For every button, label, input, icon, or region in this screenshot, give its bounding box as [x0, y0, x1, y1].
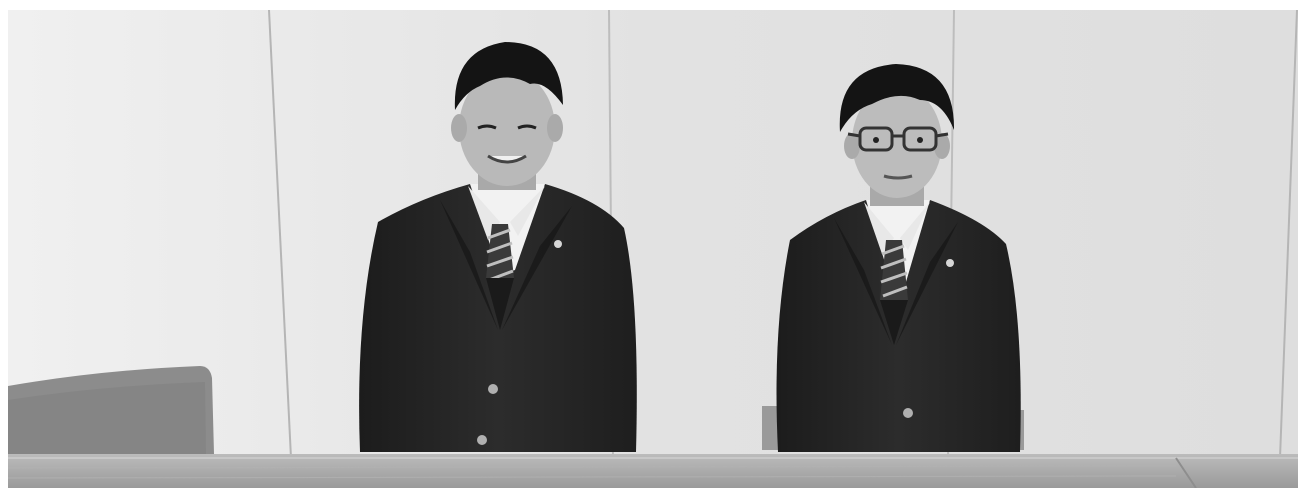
- table: [8, 454, 1298, 488]
- student-left: [359, 42, 637, 452]
- face: [852, 86, 942, 198]
- hair: [454, 42, 563, 110]
- chair-arm: [762, 406, 780, 450]
- wall: [8, 10, 1298, 458]
- wall-seam: [268, 9, 292, 459]
- face: [459, 70, 555, 186]
- student-right: [776, 64, 1021, 452]
- wall-seam: [1279, 9, 1298, 459]
- tie: [486, 224, 514, 292]
- chair-shade: [8, 382, 206, 454]
- hair: [839, 64, 955, 132]
- glasses: [847, 126, 949, 152]
